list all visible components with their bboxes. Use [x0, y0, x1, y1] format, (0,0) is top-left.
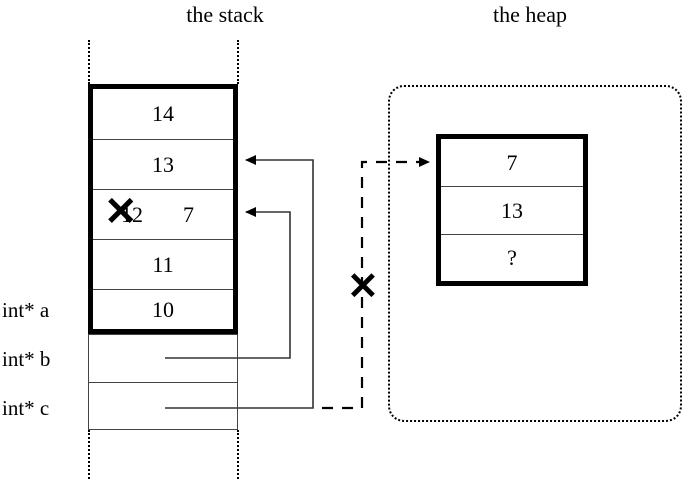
stack-label-b: int* b	[2, 347, 50, 372]
stack-divider-1	[93, 139, 233, 140]
stack-cell-10-value: 10	[152, 296, 174, 322]
heap-divider-2	[441, 234, 583, 235]
stack-cell-11-value: 11	[152, 251, 174, 277]
stack-cell-14: 14	[93, 89, 233, 139]
stack-label-a-text: int* a	[2, 298, 50, 322]
heap-cell-13: 13	[441, 187, 583, 234]
heap-divider-1	[441, 186, 583, 187]
stack-cell-14-value: 14	[152, 101, 174, 126]
stack-title: the stack	[186, 2, 264, 27]
heap-cell-7: 7	[441, 139, 583, 186]
heap-cell-unknown: ?	[441, 235, 583, 281]
stack-label-c-text: int* c	[2, 396, 50, 420]
stack-divider-4	[93, 289, 233, 290]
heap-cell-unknown-value: ?	[507, 245, 517, 270]
stack-cell-13: 13	[93, 140, 233, 189]
severed-pointer-x-glyph: ✕	[347, 266, 379, 308]
stack-cell-10: 10	[93, 290, 233, 329]
stack-divider-2	[93, 189, 233, 190]
stack-dead-divider	[88, 382, 238, 383]
stack-left-guide-bottom	[88, 430, 90, 479]
stack-right-guide-bottom	[237, 430, 239, 479]
stack-label-a: int* a	[2, 298, 49, 323]
stack-cell-11: 11	[93, 240, 233, 289]
stack-label-c: int* c	[2, 396, 49, 421]
stack-right-guide-top	[237, 40, 239, 84]
heap-cell-13-value: 13	[501, 197, 523, 223]
stack-left-guide-top	[88, 40, 90, 84]
stack-cell-13-value: 13	[152, 151, 174, 177]
stack-cell-struck-new-value: 7	[183, 201, 194, 227]
heap-cell-7-value: 7	[506, 149, 518, 175]
stack-cell-struck-old-value: 12	[121, 201, 143, 227]
struck-value-x-icon: ✕	[104, 192, 138, 232]
stack-label-b-text: int* b	[2, 347, 51, 371]
struck-value-x-glyph: ✕	[104, 189, 138, 234]
stack-divider-3	[93, 239, 233, 240]
heap-title: the heap	[493, 2, 567, 27]
severed-pointer-x-icon: ✕	[347, 268, 379, 306]
